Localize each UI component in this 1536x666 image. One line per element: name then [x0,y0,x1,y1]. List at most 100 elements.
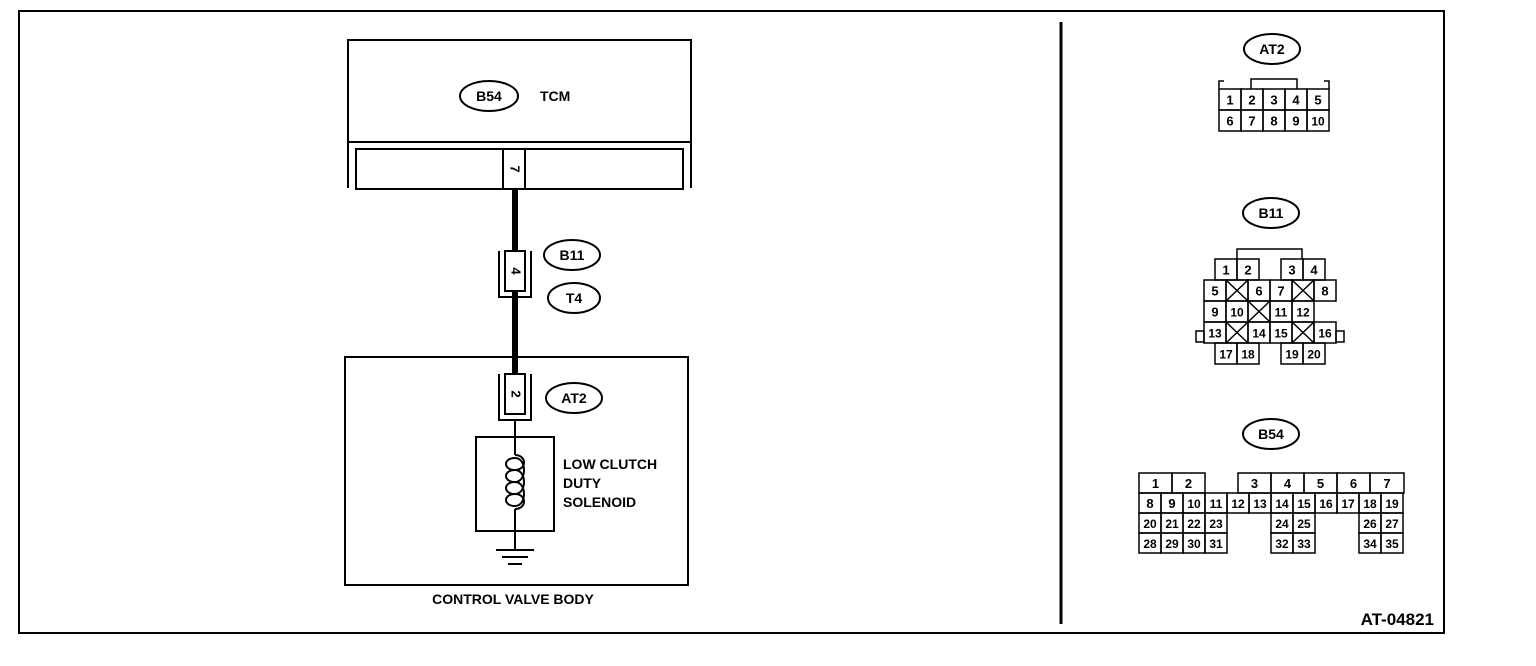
b54-pin-29: 29 [1165,537,1179,551]
b11-pin-3: 3 [1288,263,1295,278]
b11-latch [1195,330,1205,343]
b54-pin-1: 1 [1152,476,1159,491]
blocked-pin-mark [1291,279,1315,302]
b54-pin-8: 8 [1146,496,1153,511]
b54-pin-11: 11 [1210,497,1223,511]
b54-pin-18: 18 [1363,497,1377,511]
b11-pin-12: 12 [1296,306,1310,320]
b54-pin-30: 30 [1187,537,1201,551]
solenoid-label-2: DUTY [563,475,602,491]
b11-pin-19: 19 [1285,348,1299,362]
b11-pin-15: 15 [1274,327,1288,341]
b54-pin-12: 12 [1231,497,1245,511]
at2-pin-8: 8 [1270,114,1277,129]
b11-pin-20: 20 [1307,348,1321,362]
at2-pin-10: 10 [1311,115,1325,129]
b54-pin-3: 3 [1251,476,1258,491]
tcm-connector-badge [459,80,519,112]
b54-pin-14: 14 [1275,497,1289,511]
b11-pin-8: 8 [1321,284,1328,299]
b54-pin-23: 23 [1209,517,1223,531]
at2-pin-6: 6 [1226,114,1233,129]
b11-face-badge [1242,197,1300,229]
b54-face-badge [1242,418,1300,450]
b54-cell [1204,532,1228,554]
b54-pin-6: 6 [1350,476,1357,491]
b54-pin-7: 7 [1383,476,1390,491]
b11-id: B11 [560,247,585,263]
b11-pin-9: 9 [1211,305,1218,320]
figure-id: AT-04821 [1361,610,1434,629]
blocked-pin-mark [1291,321,1315,344]
b11-pin-4: 4 [1310,263,1318,278]
b54-pin-19: 19 [1385,497,1399,511]
blocked-pin-mark [1247,300,1271,323]
b11-face-label: B11 [1259,205,1284,221]
at2-id: AT2 [561,390,587,406]
b11-cell [1302,342,1326,365]
b54-pin-27: 27 [1385,517,1399,531]
b54-pin-24: 24 [1275,517,1289,531]
b54-pin-4: 4 [1284,476,1292,491]
b11-pin-10: 10 [1230,306,1244,320]
b11-pin-17: 17 [1219,348,1233,362]
b11-pin-13: 13 [1208,327,1222,341]
b54-pin-17: 17 [1341,497,1355,511]
b54-pin-31: 31 [1209,537,1223,551]
at2-cell [1306,109,1330,132]
b11-cell [1313,279,1337,302]
at2-pin-1: 1 [1226,93,1233,108]
solenoid-pin-label: 2 [509,390,524,397]
joint-pin-label: 4 [509,267,524,275]
b54-pin-5: 5 [1317,476,1324,491]
at2-badge [545,382,603,414]
b54-pin-28: 28 [1143,537,1157,551]
b54-pin-16: 16 [1319,497,1333,511]
b54-pin-26: 26 [1363,517,1377,531]
b54-face-label: B54 [1258,426,1284,442]
joint-connector: 4 B11 T4 [498,239,601,314]
at2-pin-2: 2 [1248,93,1255,108]
tcm-pin-label: 7 [508,165,523,172]
b11-cell [1236,342,1260,365]
b54-pin-2: 2 [1185,476,1192,491]
b54-pin-32: 32 [1275,537,1289,551]
solenoid-coil-icon [505,454,525,510]
at2-pin-5: 5 [1314,93,1321,108]
b11-pin-16: 16 [1318,327,1332,341]
outer-frame [18,10,1445,634]
b11-pin-18: 18 [1241,348,1255,362]
t4-id: T4 [566,290,583,306]
blocked-pin-mark [1225,279,1249,302]
at2-pin-4: 4 [1292,93,1300,108]
solenoid-label-1: LOW CLUTCH [563,456,657,472]
b54-pin-35: 35 [1385,537,1399,551]
b11-pin-11: 11 [1275,306,1288,320]
b11-pin-7: 7 [1277,284,1284,299]
b11-latch [1335,330,1345,343]
b54-pin-20: 20 [1143,517,1157,531]
control-valve-body: CONTROL VALVE BODY 2 AT2 LOW CLUTCH DUTY… [344,356,689,607]
solenoid-label-3: SOLENOID [563,494,636,510]
b54-pin-21: 21 [1165,517,1179,531]
b54-pin-9: 9 [1168,496,1175,511]
b54-pin-22: 22 [1187,517,1201,531]
tcm-connector-id: B54 [476,88,502,104]
ground-icon [496,531,534,565]
tcm-label: TCM [540,88,570,104]
b54-pin-10: 10 [1187,497,1201,511]
at2-pin-3: 3 [1270,93,1277,108]
at2-face-badge [1243,33,1301,65]
b11-pin-5: 5 [1211,284,1218,299]
b11-pin-6: 6 [1255,284,1262,299]
at2-pin-7: 7 [1248,114,1255,129]
b11-badge [543,239,601,271]
b11-pin-1: 1 [1222,263,1229,278]
b11-pin-14: 14 [1252,327,1266,341]
b54-pin-15: 15 [1297,497,1311,511]
at2-pin-9: 9 [1292,114,1299,129]
